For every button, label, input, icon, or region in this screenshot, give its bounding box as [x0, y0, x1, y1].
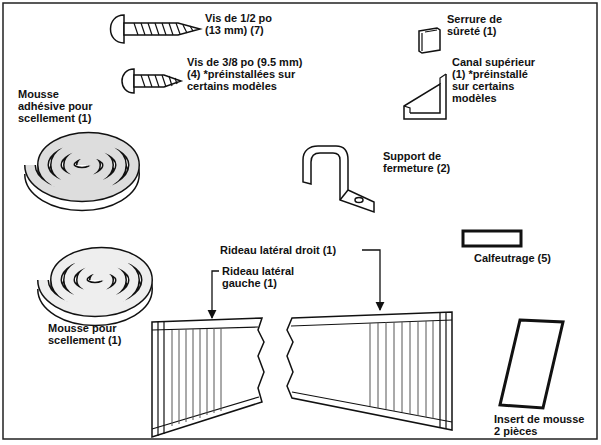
channel-edge	[404, 74, 446, 113]
adhesive-foam-coil	[30, 138, 134, 206]
part-label: Mousse pour scellement (1)	[48, 322, 132, 346]
left-curtain	[152, 318, 264, 437]
lock-fold	[422, 30, 437, 51]
channel-profile	[404, 74, 446, 119]
part-label: Serrure de sûreté (1)	[447, 13, 519, 37]
curtain-outline	[152, 318, 264, 437]
part-label: Calfeutrage (5)	[474, 252, 574, 264]
curtain-pleat	[370, 321, 433, 419]
bracket-body	[303, 146, 374, 212]
part-label: Insert de mousse 2 pièces	[494, 413, 589, 437]
part-label: Mousse adhésive pour scellement (1)	[18, 88, 98, 124]
coil-top	[43, 253, 147, 311]
part-label: Rideau latéral gauche (1)	[222, 265, 312, 289]
part-label: Canal supérieur (1) *préinstallé sur cer…	[452, 56, 544, 104]
screw-head	[122, 69, 134, 93]
screw-thread	[141, 75, 177, 87]
part-label: Rideau latéral droit (1)	[220, 244, 390, 256]
coil-top-face	[30, 138, 134, 197]
curtain-pleat	[172, 328, 221, 426]
bracket-hole	[355, 198, 363, 203]
bracket-fold	[340, 190, 348, 200]
curtain-outline	[287, 312, 452, 430]
weatherstrip	[463, 231, 521, 246]
screw-long	[111, 15, 201, 43]
foam-insert	[500, 320, 563, 408]
screw-short	[122, 69, 181, 93]
screw-thread	[134, 23, 193, 35]
curtain-frame	[440, 313, 446, 429]
top-channel	[404, 74, 446, 119]
foam-coil	[43, 253, 147, 321]
coil-top-face	[43, 253, 147, 311]
part-label: Vis de 1/2 po (13 mm) (7)	[205, 12, 285, 36]
lock-plate	[419, 28, 440, 53]
safety-lock	[419, 28, 440, 53]
screw-shank	[124, 23, 200, 35]
part-label: Vis de 3/8 po (9.5 mm) (4) *préinstallée…	[187, 56, 312, 92]
screw-head	[111, 15, 125, 43]
curtain-rail	[291, 320, 452, 422]
curtain-rail	[152, 327, 259, 429]
part-label: Support de fermeture (2)	[383, 150, 463, 174]
curtain-frame	[158, 322, 164, 436]
coil-top	[30, 138, 134, 197]
leader-arrow	[212, 271, 219, 318]
right-curtain	[287, 312, 452, 430]
leader-arrow	[362, 250, 380, 310]
closing-bracket	[303, 146, 374, 212]
screw-shank	[134, 75, 181, 87]
frame-border	[3, 3, 597, 439]
